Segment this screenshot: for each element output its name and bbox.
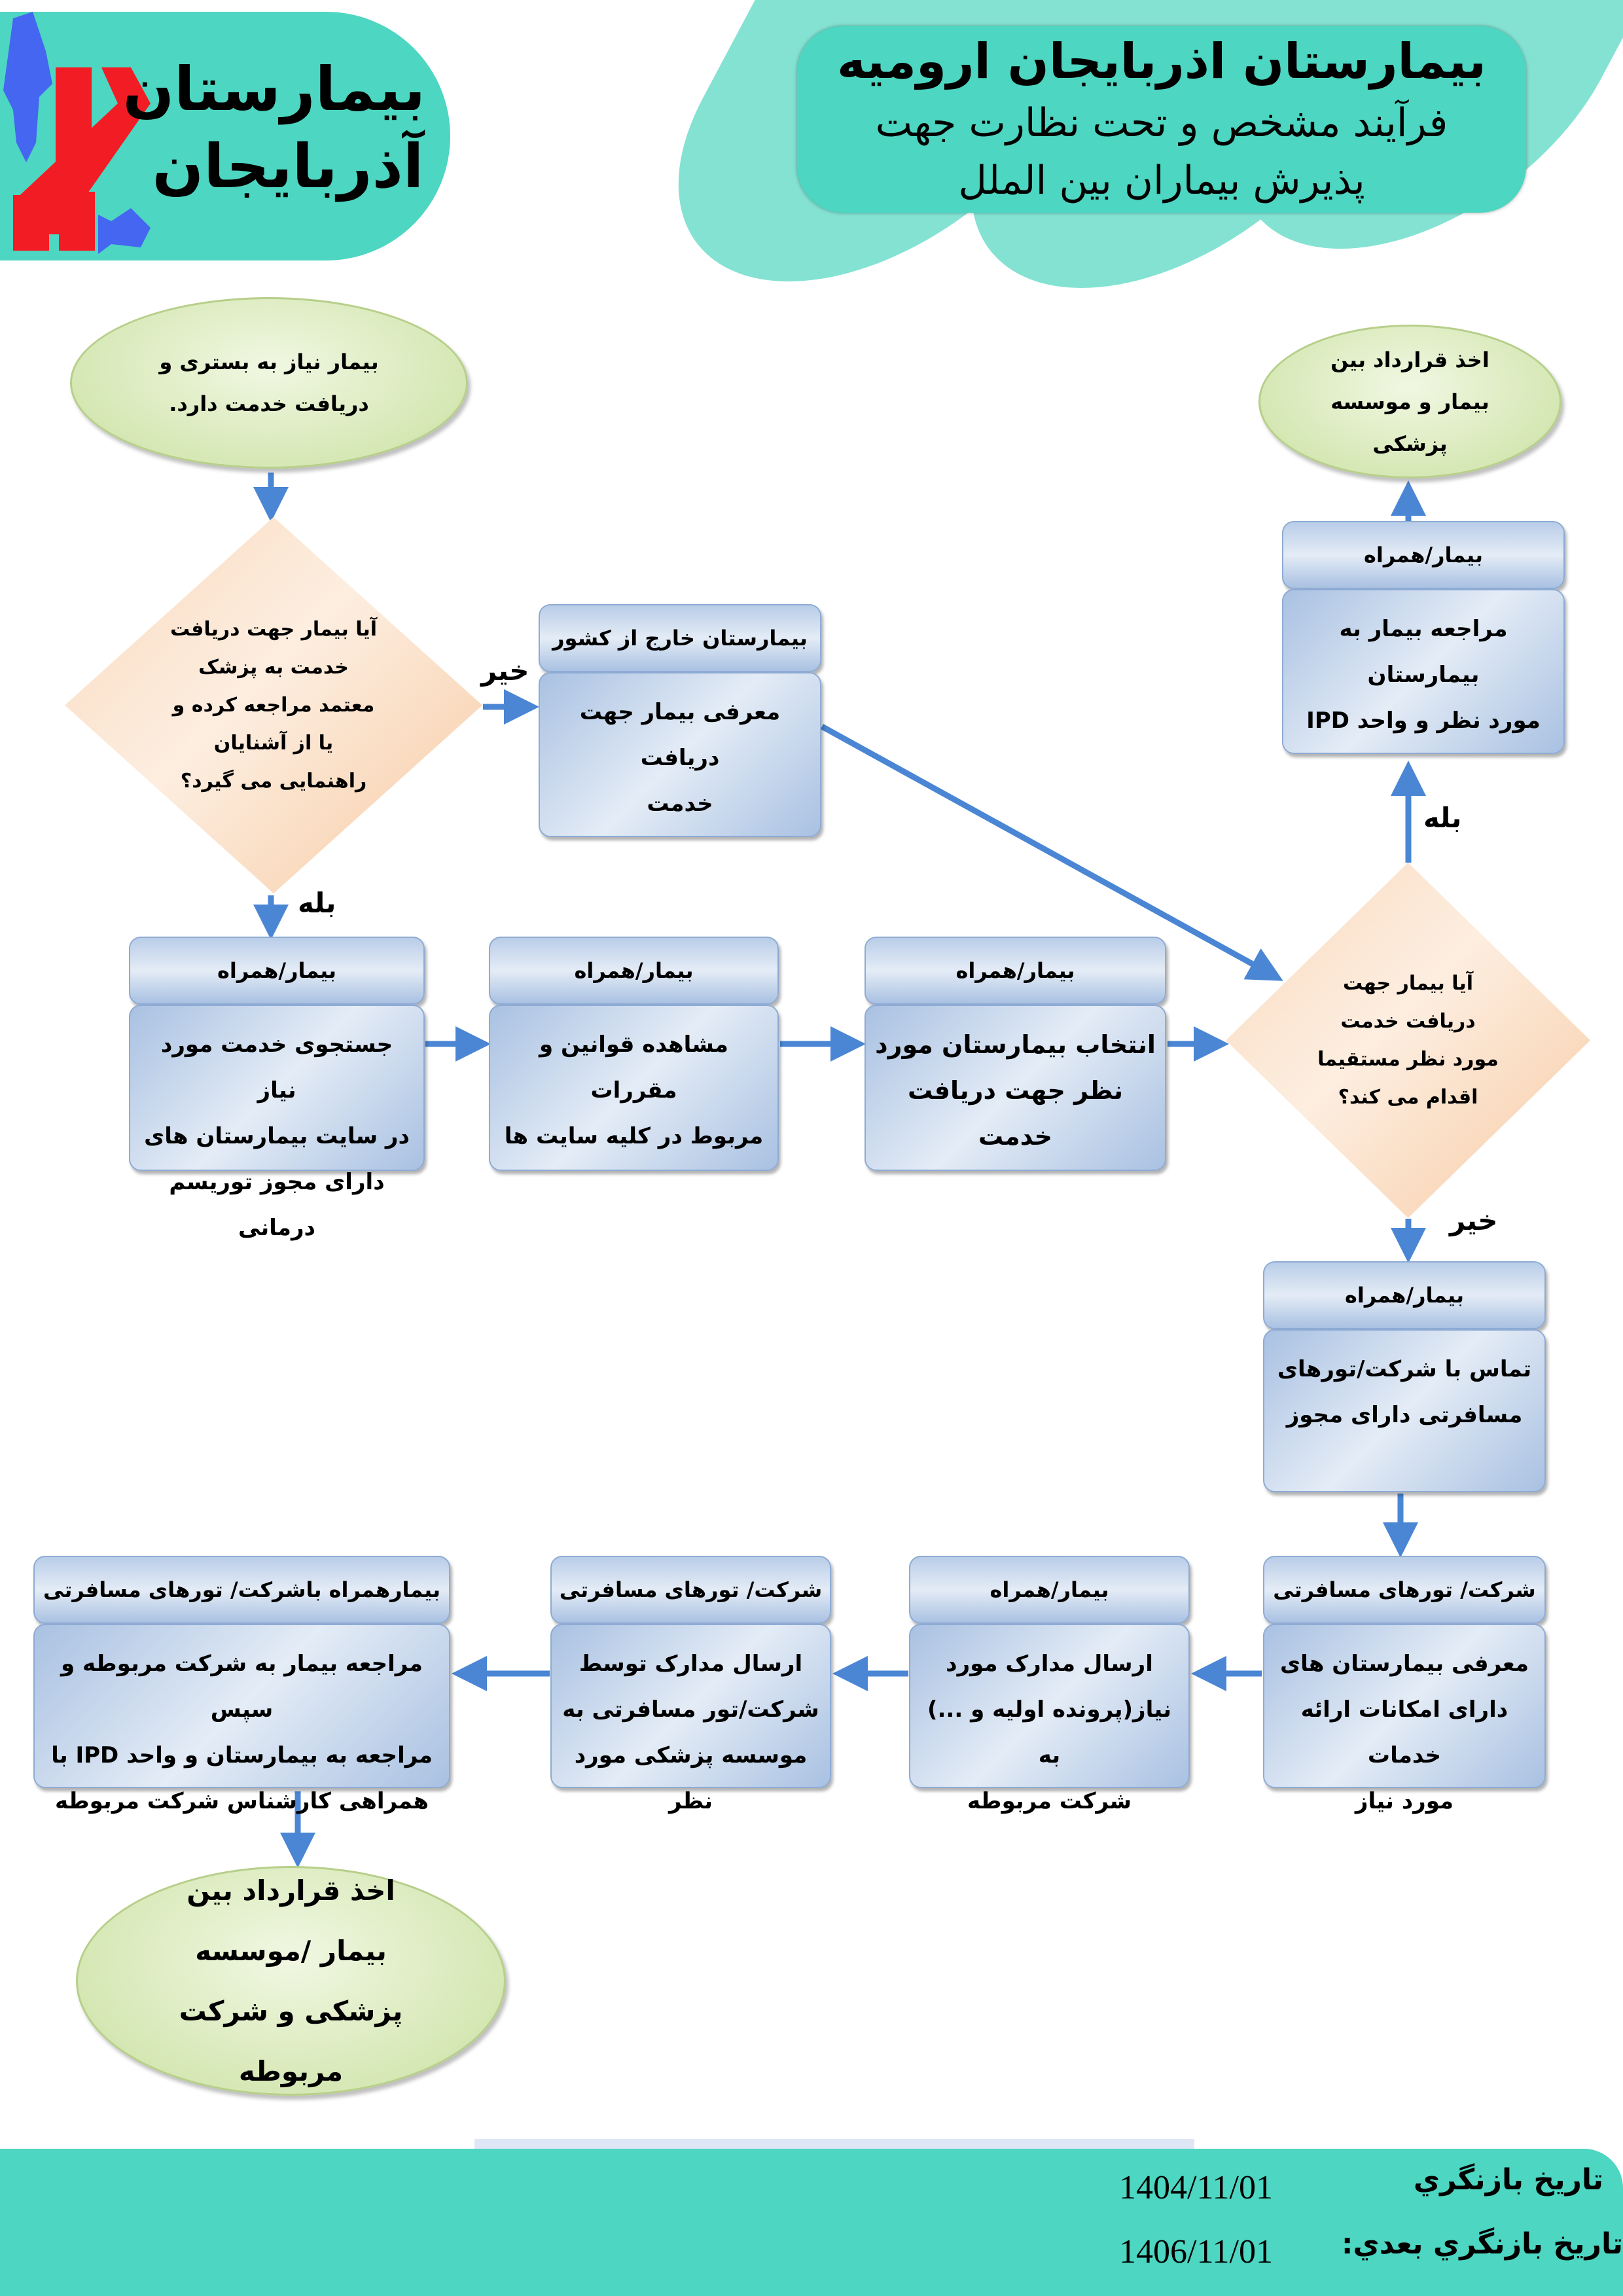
box-body: تماس با شرکت/تورهای مسافرتی دارای مجوز [1263,1329,1546,1492]
box-body: مراجعه بیمار به شرکت مربوطه و سپس مراجعه… [33,1624,450,1814]
label-no-2: خیر [1450,1204,1498,1236]
bottom-box-introduce: شرکت/ تورهای مسافرتی معرفی بیمارستان های… [1263,1556,1546,1814]
next-review-label: تاريخ بازنگري بعدي: [1341,2227,1623,2261]
box-header: بیمار/همراه [909,1556,1190,1624]
page-title: بیمارستان اذربایجان ارومیه فرآیند مشخص و… [797,26,1526,213]
label-yes-2: بله [1423,802,1462,834]
row2-box-rules: بیمار/همراه مشاهده قوانین و مقررات مربوط… [489,937,779,1171]
start-terminal: بیمار نیاز به بستری و دریافت خدمت دارد. [70,297,468,469]
box-header: بیمار/همراه [129,937,425,1005]
abroad-hospital-box: بیمارستان خارج از کشور معرفی بیمار جهت د… [539,604,821,837]
footer: تاريخ بازنگري 1404/11/01 تاريخ بازنگري ب… [0,2149,1623,2296]
box-header: بیمارستان خارج از کشور [539,604,821,672]
bottom-box-visit: بیمارهمراه باشرکت/ تورهای مسافرتی مراجعه… [33,1556,450,1814]
box-header: بیمار/همراه [489,937,779,1005]
decision-2: آیا بیمار جهت دریافت خدمت مورد نظر مستقی… [1226,863,1590,1218]
box-body: معرفی بیمار جهت دریافت خدمت [539,672,821,837]
title-process-line-1: فرآیند مشخص و تحت نظارت جهت [875,100,1448,146]
box-body: ارسال مدارک توسط شرکت/تور مسافرتی به موس… [550,1624,831,1814]
title-hospital: بیمارستان اذربایجان ارومیه [837,33,1486,90]
hospital-logo-icon [3,12,151,254]
decision-1-text: آیا بیمار جهت دریافت خدمت به پزشک معتمد … [169,617,378,793]
box-header: شرکت/ تورهای مسافرتی [550,1556,831,1624]
next-review-date: 1406/11/01 [1119,2233,1273,2270]
box-body: مراجعه بیمار به بیمارستان مورد نظر و واح… [1282,589,1565,754]
ipd-box: بیمار/همراه مراجعه بیمار به بیمارستان مو… [1282,521,1565,754]
row2-box-select: بیمار/همراه انتخاب بیمارستان مورد نظر جه… [865,937,1166,1171]
start-text: بیمار نیاز به بستری و دریافت خدمت دارد. [159,350,379,416]
decision-1: آیا بیمار جهت دریافت خدمت به پزشک معتمد … [65,517,482,893]
logo-banner: بیمارستان آذربایجان [0,12,450,260]
title-process-line-2: پذیرش بیماران بین الملل [958,158,1365,204]
box-body: مشاهده قوانین و مقررات مربوط در کلیه سای… [489,1005,779,1171]
logo-line-2: آذربایجان [152,132,424,202]
end-terminal-direct: اخذ قرارداد بین بیمار و موسسه پزشکی [1258,325,1561,478]
box-header: بیمارهمراه باشرکت/ تورهای مسافرتی [33,1556,450,1624]
end-direct-text: اخذ قرارداد بین بیمار و موسسه پزشکی [1330,347,1489,456]
logo-line-1: بیمارستان [122,54,425,124]
review-date: 1404/11/01 [1119,2169,1273,2206]
end-company-text: اخذ قرارداد بین بیمار /موسسه پزشکی و شرک… [179,1874,403,2087]
bottom-box-agency-send: شرکت/ تورهای مسافرتی ارسال مدارک توسط شر… [550,1556,831,1814]
arrow-abroad-to-decision2 [820,724,1283,981]
box-body: انتخاب بیمارستان مورد نظر جهت دریافت خدم… [865,1005,1166,1171]
contact-agency-box: بیمار/همراه تماس با شرکت/تورهای مسافرتی … [1263,1261,1546,1492]
row2-box-search: بیمار/همراه جستجوی خدمت مورد نیاز در سای… [129,937,425,1241]
review-date-label: تاريخ بازنگري [1413,2163,1603,2197]
box-body: ارسال مدارک مورد نیاز(پرونده اولیه و ...… [909,1624,1190,1814]
box-header: بیمار/همراه [1263,1261,1546,1329]
bottom-box-send-docs: بیمار/همراه ارسال مدارک مورد نیاز(پرونده… [909,1556,1190,1814]
end-terminal-company: اخذ قرارداد بین بیمار /موسسه پزشکی و شرک… [76,1866,506,2096]
box-body: جستجوی خدمت مورد نیاز در سایت بیمارستان … [129,1005,425,1241]
box-body: معرفی بیمارستان های دارای امکانات ارائه … [1263,1624,1546,1814]
box-header: شرکت/ تورهای مسافرتی [1263,1556,1546,1624]
box-header: بیمار/همراه [1282,521,1565,589]
label-no-1: خیر [481,655,529,687]
box-header: بیمار/همراه [865,937,1166,1005]
label-yes-1: بله [298,887,336,919]
decision-2-text: آیا بیمار جهت دریافت خدمت مورد نظر مستقی… [1317,971,1499,1109]
